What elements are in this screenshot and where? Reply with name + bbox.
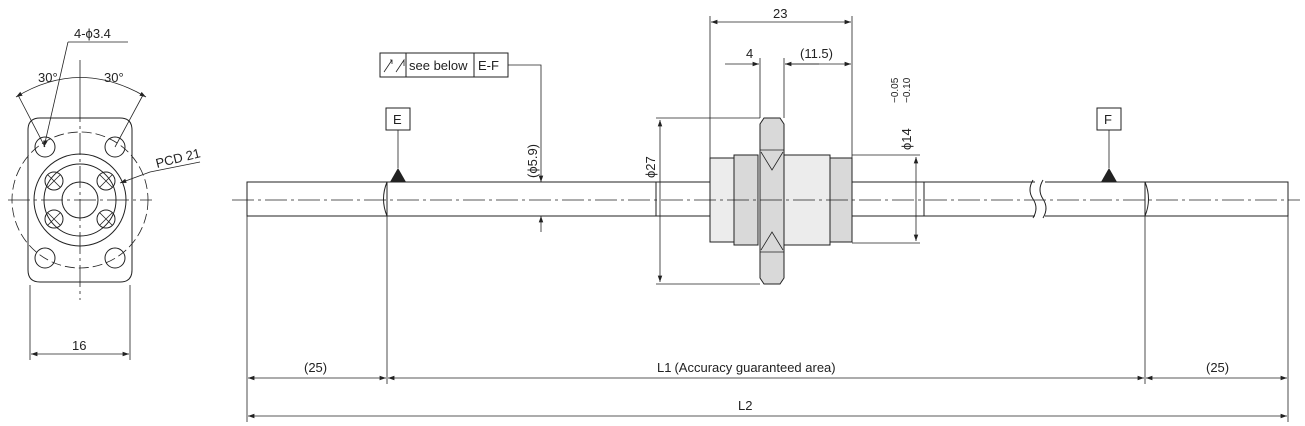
flange-width-label: 4 — [746, 46, 753, 61]
flange-outline — [27, 117, 133, 283]
nut-dia-label: ϕ14 — [899, 128, 914, 150]
runout-symbol — [383, 58, 405, 73]
thread-right — [1144, 181, 1289, 217]
left-end-label: (25) — [304, 360, 327, 375]
datum-e-label: E — [393, 112, 402, 127]
l1-label: L1(Accuracy guaranteed area) — [657, 360, 836, 375]
angle-arc — [15, 77, 147, 98]
nut-dia-tol-lower: −0.10 — [902, 77, 913, 103]
angle-left-label: 30° — [38, 70, 58, 85]
nut-length-label: 23 — [773, 6, 787, 21]
shaft-journal — [387, 181, 660, 217]
nut-flange — [759, 117, 785, 285]
datum-e-triangle — [390, 168, 406, 182]
end-view: 4-ϕ3.4 30° 30° PCD 21 16 — [8, 26, 202, 360]
screw-heads — [44, 171, 116, 229]
l1-symbol: L1 — [657, 360, 671, 375]
side-view: E F see below E-F (ϕ5.9) ϕ27 ϕ14 −0.05 −… — [232, 6, 1300, 422]
tolerance-note: see below — [409, 58, 468, 73]
thread-mid-left — [655, 181, 713, 217]
journal-dia-label: (ϕ5.9) — [525, 144, 540, 178]
hole-callout: 4-ϕ3.4 — [74, 26, 111, 41]
pcd-label: PCD 21 — [154, 145, 202, 171]
extension-lines — [246, 216, 1289, 422]
l2-label: L2 — [738, 398, 752, 413]
thread-left — [246, 181, 388, 217]
flange-dia-label: ϕ27 — [643, 156, 658, 178]
datum-f-label: F — [1104, 112, 1112, 127]
mounting-holes — [34, 136, 126, 269]
break-lines — [1029, 179, 1047, 219]
l1-note: (Accuracy guaranteed area) — [674, 360, 835, 375]
nut-dia-tol-upper: −0.05 — [890, 77, 901, 103]
pcd-leader — [119, 161, 201, 184]
shaft-right-journal — [924, 181, 1145, 217]
width-label: 16 — [72, 338, 86, 353]
datum-f-triangle — [1101, 168, 1117, 182]
tolerance-datum-ref: E-F — [478, 58, 499, 73]
body-length-label: (11.5) — [800, 46, 833, 61]
angle-right-label: 30° — [104, 70, 124, 85]
tolerance-leader — [508, 64, 544, 182]
right-end-label: (25) — [1206, 360, 1229, 375]
nut-body — [783, 154, 831, 246]
thread-mid-right — [851, 181, 925, 217]
hole-leader — [44, 41, 128, 147]
